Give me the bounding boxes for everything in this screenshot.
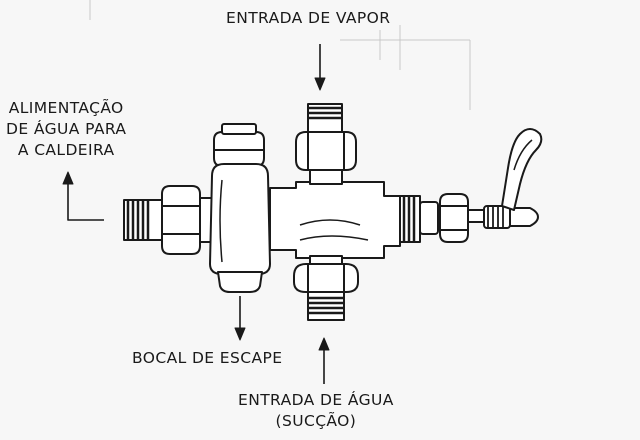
boiler-feed-line-1: ALIMENTAÇÃO (8, 99, 124, 117)
exhaust-nozzle-text: BOCAL DE ESCAPE (132, 349, 283, 367)
steam-inlet-text: ENTRADA DE VAPOR (226, 9, 391, 27)
valve-stem-assembly (399, 193, 539, 243)
boiler-feed-line-2: DE ÁGUA PARA (6, 120, 127, 138)
steam-inlet-fitting (295, 103, 357, 185)
injector-body (269, 181, 401, 259)
boiler-feed-connection (123, 185, 215, 255)
water-inlet-arrow (318, 337, 330, 384)
steam-inlet-arrow (314, 44, 326, 91)
background-sketch (89, 0, 471, 110)
steam-inlet-label: ENTRADA DE VAPOR (226, 8, 390, 29)
thread-lines (126, 200, 150, 240)
central-barrel (209, 123, 271, 293)
boiler-feed-line-3: A CALDEIRA (17, 141, 115, 159)
water-inlet-label: ENTRADA DE ÁGUA (SUCÇÃO) (238, 390, 394, 432)
water-inlet-line-2: (SUCÇÃO) (275, 412, 357, 430)
exhaust-arrow (234, 296, 246, 341)
water-inlet-fitting (293, 255, 359, 321)
boiler-feed-label: ALIMENTAÇÃO DE ÁGUA PARA A CALDEIRA (6, 98, 126, 161)
exhaust-nozzle-label: BOCAL DE ESCAPE (132, 348, 282, 369)
boiler-feed-leader (62, 171, 104, 221)
water-inlet-line-1: ENTRADA DE ÁGUA (238, 391, 394, 409)
valve-handle (501, 128, 543, 211)
